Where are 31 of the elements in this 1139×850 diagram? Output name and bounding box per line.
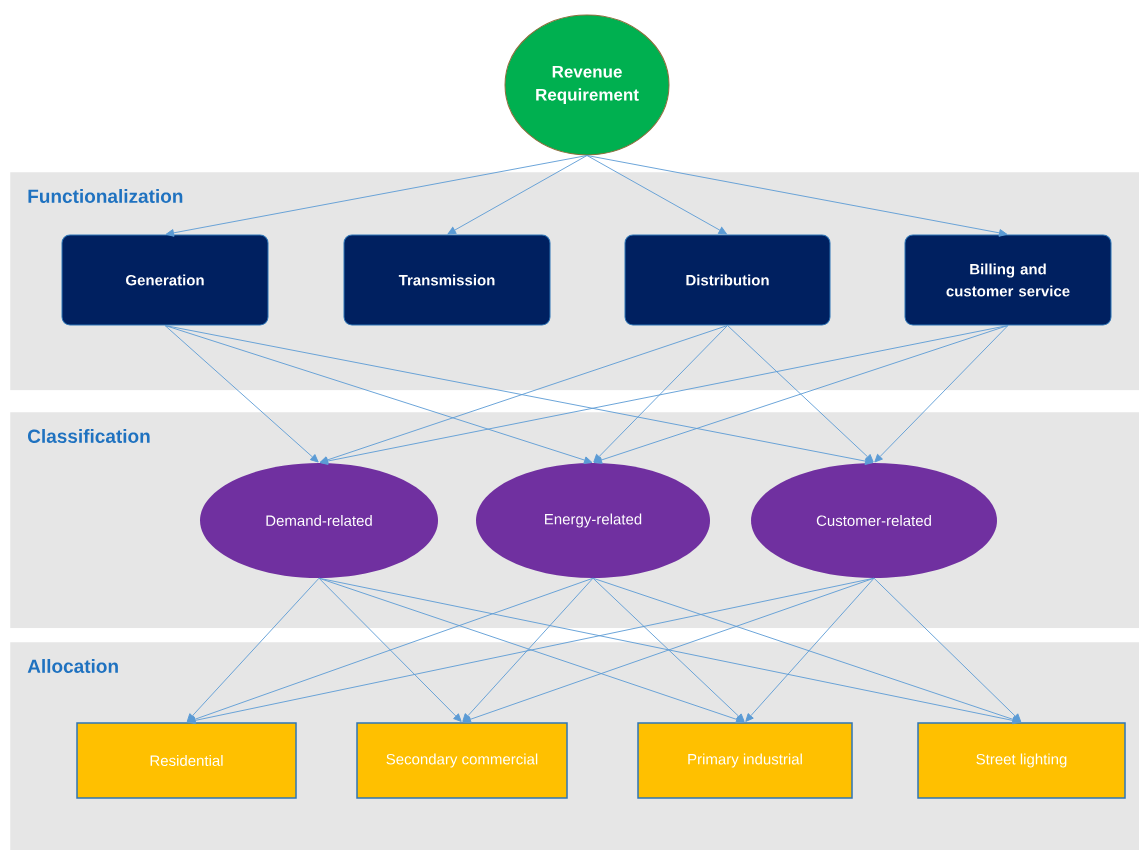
function-box: Distribution [624,234,831,326]
arrow [592,577,1021,724]
arrow [727,325,874,463]
arrow [164,325,593,464]
arrow [462,577,594,722]
arrow [586,155,727,235]
customer-class-box: Street lighting [917,722,1126,799]
customer-class-box: Secondary commercial [356,722,568,799]
arrow [165,155,588,237]
arrow [873,577,1022,722]
arrow [593,325,1009,464]
arrow [586,155,1008,237]
arrow [745,577,875,722]
function-box: Generation [61,234,269,326]
customer-class-box: Residential [76,722,297,799]
function-box: Billing and customer service [904,234,1112,326]
customer-class-box: Primary industrial [637,722,853,799]
arrow [319,325,728,464]
arrow [187,577,594,724]
function-box: Transmission [343,234,551,326]
arrow [592,577,745,722]
arrow [318,577,745,724]
arrow [462,577,875,724]
arrow [319,325,1009,465]
arrow [874,325,1009,463]
arrow [186,577,320,722]
arrow [447,155,588,235]
arrow [164,325,874,465]
arrow [593,325,728,463]
arrow [318,577,462,722]
arrow [164,325,319,463]
